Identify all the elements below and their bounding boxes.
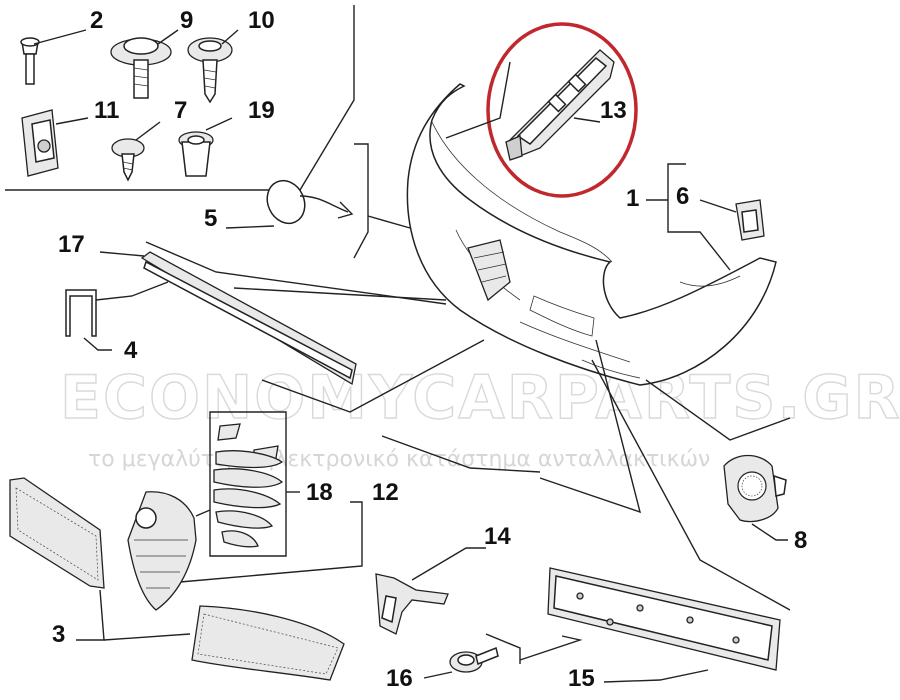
label-18: 18: [306, 479, 333, 506]
part-screw-washer: [110, 29, 179, 99]
part-fog-cover: [723, 454, 788, 541]
highlight-circle: [486, 22, 638, 198]
leader-17-bumper: [261, 339, 485, 413]
label-19: 19: [248, 97, 275, 124]
label-17: 17: [58, 231, 85, 258]
bracket-1-6: [667, 163, 731, 271]
small-parts-frame: [5, 5, 355, 191]
part-bumper: [406, 83, 777, 386]
part-staple-clip: [65, 281, 169, 351]
part-clip: [699, 199, 765, 241]
label-7: 7: [174, 97, 187, 124]
bracket-5: [353, 143, 369, 259]
part-rivet: [20, 29, 87, 85]
label-14: 14: [484, 523, 511, 550]
watermark: ECONOMYCARPARTS.GR το μεγαλύτερο ηλεκτρο…: [59, 362, 900, 472]
label-4: 4: [124, 337, 138, 364]
label-6: 6: [676, 183, 689, 210]
leader-8: [645, 379, 791, 441]
leader-grille: [539, 339, 641, 514]
label-12: 12: [372, 479, 399, 506]
label-13: 13: [600, 97, 627, 124]
part-clip-nut: [21, 109, 89, 177]
leader-5: [367, 215, 411, 229]
label-9: 9: [180, 7, 193, 34]
label-11: 11: [94, 97, 119, 124]
part-lower-bracket: [375, 547, 486, 635]
part-push-clip: [423, 633, 521, 679]
part-grille-bars: [209, 411, 300, 557]
label-3: 3: [52, 621, 65, 648]
leader-12: [381, 435, 541, 473]
leader-15: [591, 359, 791, 611]
part-moulding: [99, 241, 447, 386]
part-plate-holder: [519, 567, 781, 683]
part-tapping-screw: [187, 29, 239, 104]
label-2: 2: [90, 7, 103, 34]
part-mesh-grilles: [9, 477, 345, 681]
label-16: 16: [386, 665, 413, 692]
part-bracket: [505, 49, 615, 161]
watermark-brand: ECONOMYCARPARTS.GR: [60, 363, 900, 433]
callout-labels: 2 9 10 11 7 19 13 1 6 5 17 4 18 12 8 14 …: [52, 7, 807, 692]
watermark-tagline: το μεγαλύτερο ηλεκτρονικό κατάστημα αντα…: [88, 447, 710, 472]
label-1: 1: [626, 185, 639, 212]
label-5: 5: [204, 205, 217, 232]
label-15: 15: [568, 665, 595, 692]
leader-13-bumper: [445, 61, 511, 139]
part-center-grille: [127, 491, 211, 611]
bracket-12: [179, 501, 363, 583]
part-tow-cover: [225, 179, 354, 229]
label-10: 10: [248, 7, 275, 34]
part-screw: [111, 121, 161, 182]
label-8: 8: [794, 527, 807, 554]
part-insert-nut: [178, 117, 233, 177]
